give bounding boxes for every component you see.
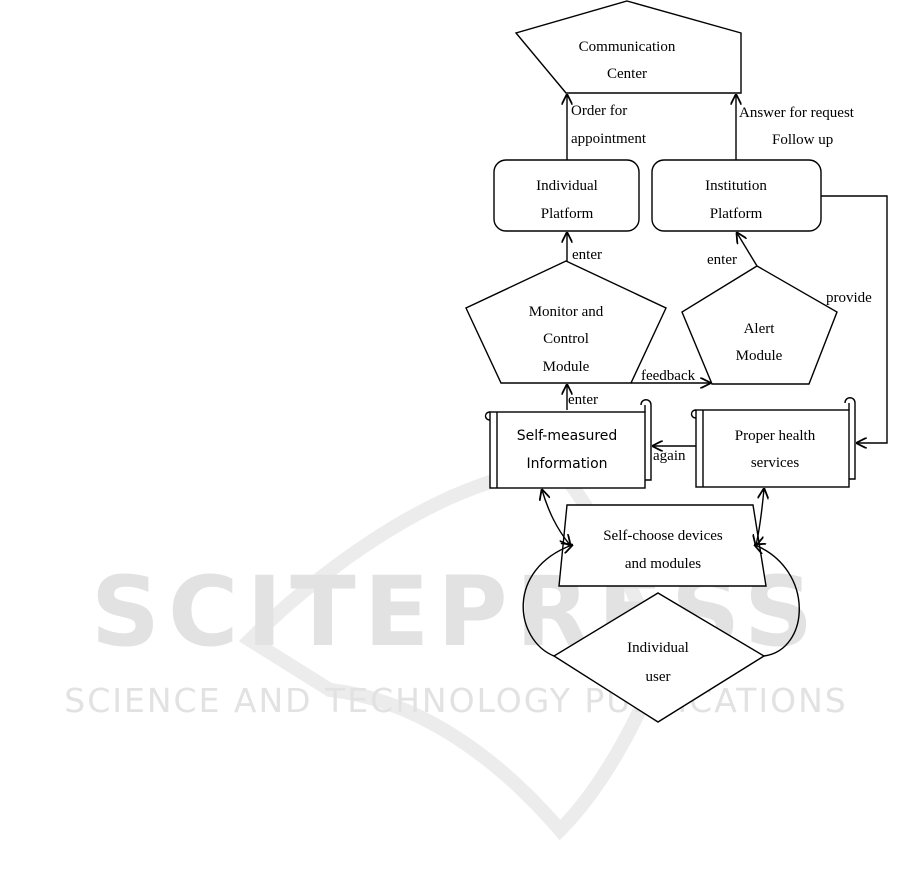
- edge-user-left-loop: [522, 545, 572, 657]
- monitor-control-label-3: Module: [543, 359, 590, 375]
- self-choose-label-1: Self-choose devices: [603, 528, 723, 544]
- label-order-for: Order for: [571, 103, 627, 119]
- communication-center-label-2: Center: [607, 66, 647, 82]
- individual-platform-node: Individual Platform: [493, 159, 640, 232]
- edge-services-choose: [756, 489, 764, 545]
- alert-module-label-2: Module: [736, 348, 783, 364]
- label-feedback: feedback: [641, 368, 696, 384]
- proper-health-label-2: services: [751, 455, 799, 471]
- individual-user-label-1: Individual: [627, 640, 689, 656]
- self-choose-devices-shape: [558, 504, 767, 587]
- watermark-tagline: SCIENCE AND TECHNOLOGY PUBLICATIONS: [64, 681, 847, 720]
- monitor-control-module-shape: [465, 260, 667, 384]
- individual-platform-label-1: Individual: [536, 178, 598, 194]
- institution-platform-label-2: Platform: [710, 206, 763, 222]
- communication-center-node: Communication Center: [514, 0, 742, 94]
- connectors: [522, 95, 888, 657]
- label-enter-individual: enter: [572, 247, 602, 263]
- proper-health-label-1: Proper health: [735, 428, 816, 444]
- edge-alert-to-institution: [737, 233, 758, 267]
- self-measured-label-2: Information: [526, 456, 607, 472]
- self-measured-scroll-edges: [484, 399, 652, 488]
- edge-labels: Order for appointment Answer for request…: [568, 103, 872, 464]
- monitor-control-label-1: Monitor and: [529, 304, 604, 320]
- label-appointment: appointment: [571, 131, 647, 147]
- communication-center-shape: [514, 0, 742, 94]
- institution-platform-label-1: Institution: [705, 178, 767, 194]
- label-enter-monitor: enter: [568, 392, 598, 408]
- individual-user-node: Individual user: [552, 592, 766, 723]
- communication-center-label-1: Communication: [579, 39, 676, 55]
- label-answer-for-request: Answer for request: [739, 105, 855, 121]
- proper-health-shape: [695, 409, 850, 488]
- institution-platform-node: Institution Platform: [651, 159, 822, 232]
- alert-module-label-1: Alert: [744, 321, 776, 337]
- label-again: again: [653, 448, 686, 464]
- proper-health-services-node: Proper health services: [690, 397, 856, 488]
- self-measured-label-1: Self-measured: [517, 428, 618, 444]
- individual-user-shape: [552, 592, 766, 723]
- self-choose-devices-node: Self-choose devices and modules: [558, 504, 767, 587]
- label-enter-institution: enter: [707, 252, 737, 268]
- edge-measured-choose: [542, 490, 570, 545]
- alert-module-node: Alert Module: [681, 265, 838, 385]
- self-measured-shape: [489, 411, 646, 489]
- self-measured-information-node: Self-measured Information: [484, 399, 652, 489]
- individual-user-label-2: user: [646, 669, 671, 685]
- monitor-control-module-node: Monitor and Control Module: [465, 260, 667, 384]
- proper-health-scroll-edges: [690, 397, 856, 487]
- alert-module-shape: [681, 265, 838, 385]
- edge-institution-to-services: [821, 195, 888, 443]
- label-provide: provide: [826, 290, 872, 306]
- monitor-control-label-2: Control: [543, 331, 589, 347]
- edge-user-right-loop: [755, 545, 800, 657]
- label-follow-up: Follow up: [772, 132, 833, 148]
- self-choose-label-2: and modules: [625, 556, 701, 572]
- individual-platform-label-2: Platform: [541, 206, 594, 222]
